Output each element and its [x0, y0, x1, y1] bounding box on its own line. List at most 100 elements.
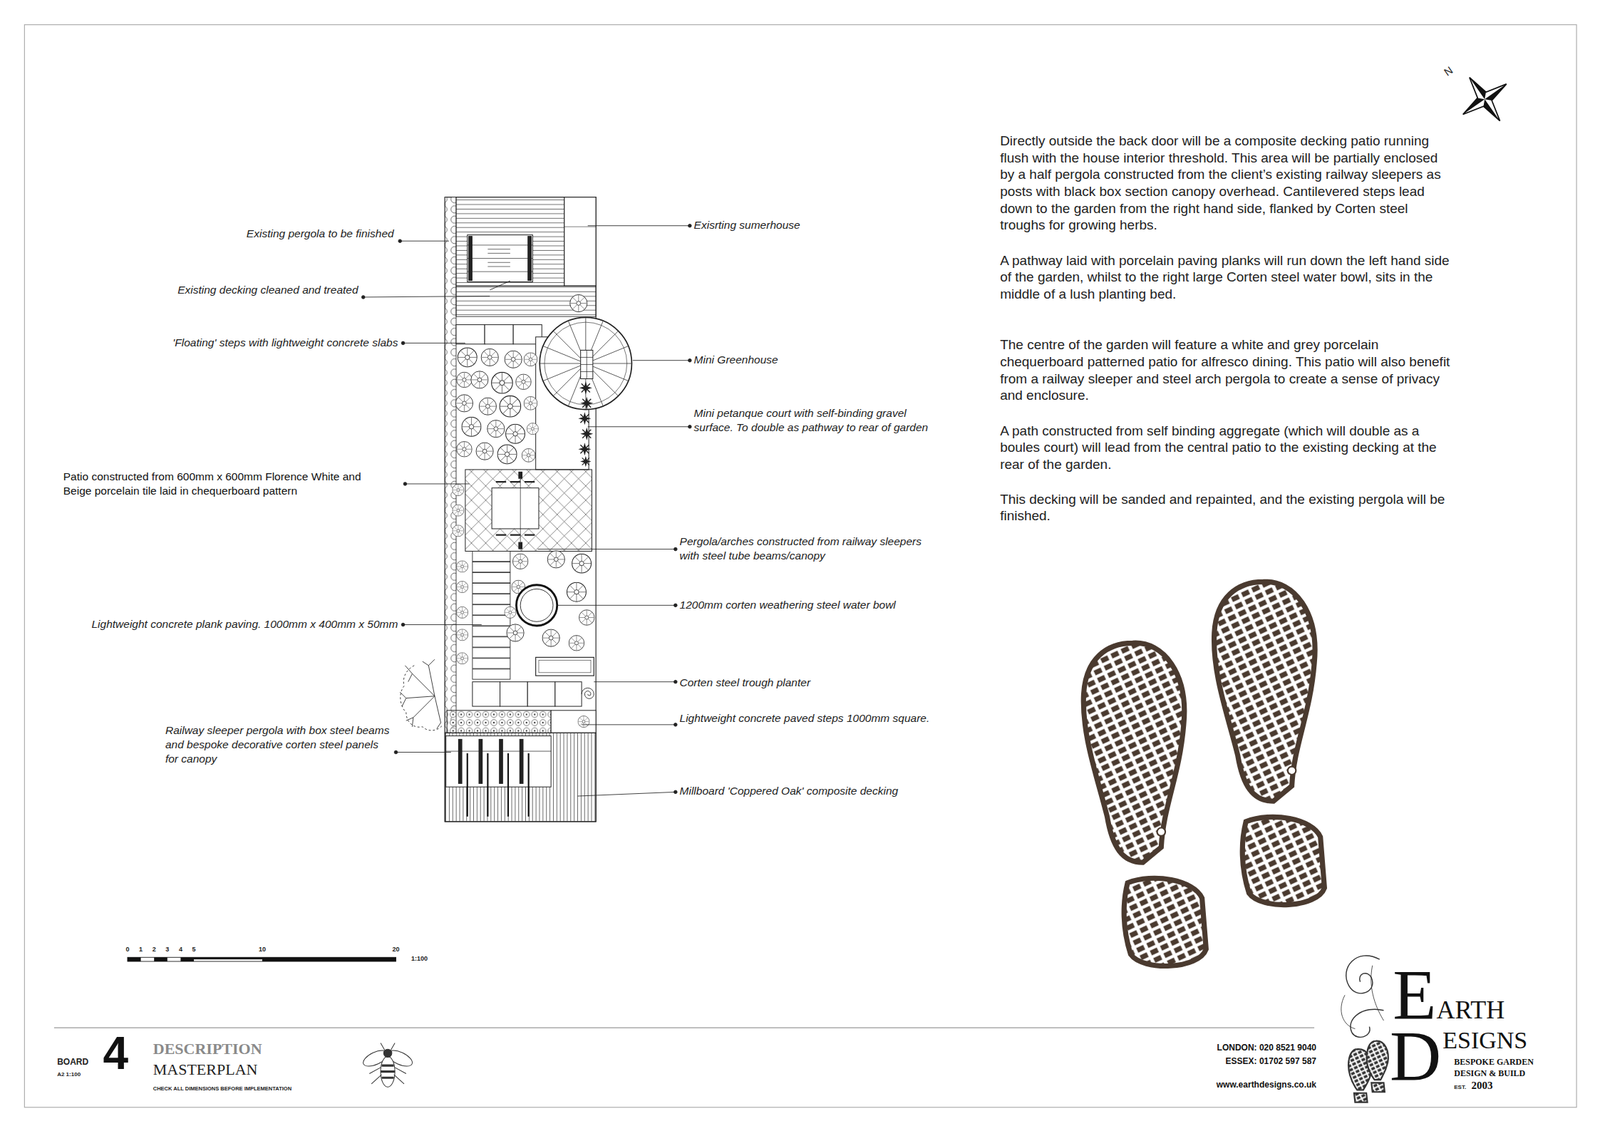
leader-line: [401, 622, 405, 627]
logo-ornament: [1341, 994, 1356, 1029]
garden-plan: [472, 682, 501, 707]
garden-plan: [456, 560, 469, 573]
leader-line: [688, 223, 693, 228]
compass-rose: [1447, 62, 1522, 137]
garden-plan: [452, 525, 464, 537]
scale-bar: [180, 957, 194, 962]
leader-line: [399, 240, 449, 242]
board-title: DESCRIPTION: [153, 1039, 263, 1059]
scale-bar: [127, 957, 397, 962]
garden-plan: [472, 615, 511, 626]
callout-label: Existing decking cleaned and treated: [177, 282, 358, 298]
garden-plan: [399, 659, 441, 729]
description-paragraph: Directly outside the back door will be a…: [999, 132, 1454, 234]
garden-plan: [456, 324, 485, 345]
scale-bar: [127, 957, 142, 962]
garden-plan: [457, 347, 477, 368]
logo-ornament: [1350, 1009, 1385, 1037]
leader-line: [674, 790, 678, 794]
footprint-illustration: [1242, 816, 1325, 905]
garden-plan: [456, 285, 596, 317]
garden-plan: [496, 481, 535, 535]
garden-plan: [577, 411, 591, 425]
garden-plan: [581, 687, 594, 699]
sheet-frame: [24, 24, 1577, 1108]
callout-label: 1200mm corten weathering steel water bow…: [679, 597, 896, 613]
leader-line: [363, 296, 491, 298]
garden-plan: [458, 739, 463, 784]
garden-plan: [446, 736, 551, 788]
garden-plan: [467, 753, 529, 817]
garden-plan: [472, 550, 511, 561]
logo-footprint: [1354, 1093, 1368, 1103]
garden-plan: [497, 444, 517, 464]
garden-plan: [506, 624, 524, 642]
logo-footprint: [1348, 1041, 1389, 1103]
leader-line: [674, 679, 678, 684]
garden-plan: [504, 606, 516, 618]
leader-line: [674, 603, 678, 608]
leader-line: [403, 624, 482, 626]
leader-line: [674, 547, 678, 551]
garden-plan: [484, 324, 514, 345]
garden-plan: [498, 739, 504, 784]
sheet-size: A2 1:100: [57, 1071, 81, 1079]
logo-footprint: [1366, 1041, 1389, 1080]
scale-number: 1: [138, 945, 143, 954]
garden-plan: [472, 637, 511, 648]
bee-illustration: [380, 1056, 395, 1087]
compass-north: N: [1441, 64, 1455, 78]
garden-plan: [518, 542, 523, 550]
leader-line: [557, 605, 676, 606]
leader-line: [581, 724, 676, 725]
footprint-illustration: [1123, 878, 1206, 966]
garden-plan: [521, 448, 536, 462]
leader-line: [593, 681, 676, 683]
leader-line: [396, 751, 452, 753]
garden-plan: [539, 317, 632, 410]
garden-plan: [580, 456, 591, 467]
garden-plan: [527, 682, 556, 707]
board-title: MASTERPLAN: [153, 1060, 258, 1080]
sheet-frame: [24, 24, 1577, 1108]
footprint-illustration: [1083, 642, 1206, 966]
garden-plan: [444, 732, 596, 822]
garden-plan: [472, 573, 511, 583]
contact-line: ESSEX: 01702 597 587: [1225, 1056, 1317, 1067]
callout-label: Exisrting sumerhouse: [694, 218, 801, 233]
logo-ornament: [1346, 955, 1380, 994]
logo-ornament: [1341, 955, 1385, 1037]
footprint-illustration: [1214, 581, 1315, 802]
callout-label: Mini petanque court with self-binding gr…: [694, 406, 934, 435]
callout-label: Lightweight concrete paved steps 1000mm …: [679, 711, 936, 726]
description-paragraph: A pathway laid with porcelain paving pla…: [999, 252, 1454, 303]
garden-plan: [515, 585, 557, 626]
garden-plan: [399, 197, 632, 822]
scale-bar: [193, 957, 263, 960]
scale-number: 5: [192, 945, 196, 954]
garden-plan: [580, 396, 593, 410]
garden-plan: [535, 657, 595, 676]
description-paragraph: A path constructed from self binding agg…: [999, 422, 1454, 474]
garden-plan: [399, 659, 443, 731]
garden-plan: [523, 352, 538, 367]
garden-plan: [580, 349, 593, 379]
garden-plan: [580, 349, 593, 379]
leader-line: [674, 723, 678, 727]
garden-plan: [467, 235, 534, 283]
leader-line: [394, 750, 398, 755]
leader-line: [398, 239, 402, 244]
garden-plan: [572, 553, 592, 574]
scale-number: 4: [178, 945, 183, 954]
logo-text: 2003: [1471, 1079, 1494, 1092]
logo-text: DESIGN & BUILD: [1453, 1068, 1526, 1079]
leader-line: [688, 358, 693, 363]
garden-plan: [523, 396, 538, 410]
garden-plan: [512, 553, 529, 570]
garden-plan: [570, 294, 588, 312]
garden-plan: [472, 594, 511, 605]
garden-plan: [564, 226, 596, 228]
callout-label: Lightweight concrete plank paving. 1000m…: [91, 617, 398, 632]
board-label: BOARD: [57, 1056, 89, 1067]
garden-plan: [481, 348, 499, 366]
